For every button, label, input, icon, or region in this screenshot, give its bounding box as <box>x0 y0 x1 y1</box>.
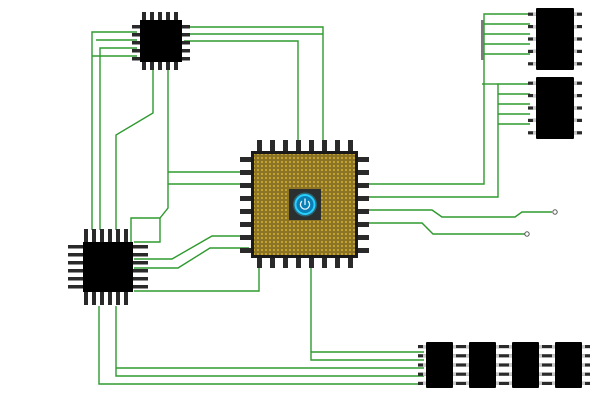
cpu-center[interactable] <box>240 140 369 268</box>
dip-top-right-b[interactable] <box>528 77 582 139</box>
test-point[interactable] <box>524 231 530 237</box>
trace <box>99 47 137 230</box>
dip-chips <box>418 8 590 388</box>
trace <box>184 40 299 150</box>
trace <box>91 31 137 230</box>
dip-bottom-1[interactable] <box>418 342 461 388</box>
mcu-top-left[interactable] <box>132 12 190 70</box>
bus-bar <box>481 20 484 60</box>
power-icon[interactable] <box>293 192 317 217</box>
trace <box>310 262 424 361</box>
trace <box>134 262 260 292</box>
trace <box>360 222 525 235</box>
trace <box>134 247 249 269</box>
dip-bottom-4[interactable] <box>547 342 590 388</box>
trace <box>115 306 424 377</box>
trace <box>360 13 530 185</box>
trace <box>134 235 249 260</box>
trace <box>134 218 161 243</box>
dip-top-right-a[interactable] <box>528 8 582 70</box>
dip-bottom-3[interactable] <box>504 342 547 388</box>
dip-bottom-2[interactable] <box>461 342 504 388</box>
mcu-left[interactable] <box>68 229 148 305</box>
test-point[interactable] <box>552 209 558 215</box>
trace <box>360 83 530 198</box>
trace <box>360 209 552 218</box>
trace <box>130 66 169 242</box>
traces <box>91 13 552 385</box>
trace <box>115 66 154 230</box>
trace <box>184 26 324 150</box>
trace <box>98 306 424 385</box>
